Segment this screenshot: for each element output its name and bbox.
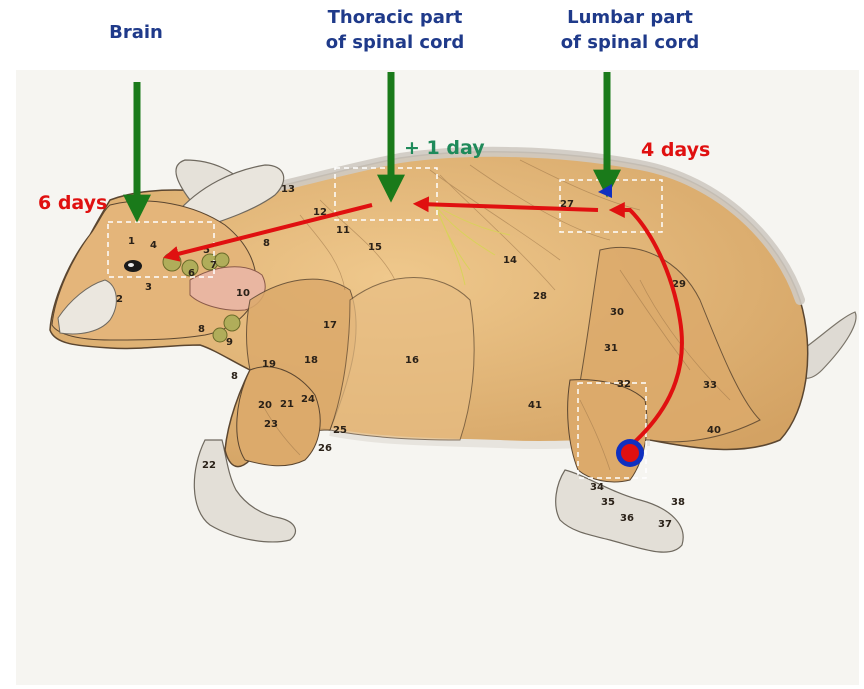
muscle-number: 15 <box>368 242 382 253</box>
muscle-number: 2 <box>116 294 123 305</box>
brain-timing-label: 6 days <box>38 192 107 214</box>
muscle-number: 19 <box>262 359 276 370</box>
chest-muscle <box>330 278 474 441</box>
muscle-number: 41 <box>528 400 542 411</box>
muscle-number: 21 <box>280 399 294 410</box>
muscle-number: 38 <box>671 497 685 508</box>
thoracic-timing-label: + 1 day <box>404 137 485 159</box>
muscle-number: 6 <box>188 268 195 279</box>
muscle-number: 34 <box>590 482 604 493</box>
muscle-number: 25 <box>333 425 347 436</box>
muscle-number: 4 <box>150 240 157 251</box>
muscle-number: 11 <box>336 225 350 236</box>
muscle-number: 30 <box>610 307 624 318</box>
muscle-number: 33 <box>703 380 717 391</box>
muscle-number: 28 <box>533 291 547 302</box>
eye-highlight <box>128 263 134 267</box>
muscle-number: 24 <box>301 394 315 405</box>
muscle-number: 36 <box>620 513 634 524</box>
muscle-number: 18 <box>304 355 318 366</box>
muscle-number: 40 <box>707 425 721 436</box>
muscle-number: 8 <box>198 324 205 335</box>
muscle-number: 16 <box>405 355 419 366</box>
muscle-number: 22 <box>202 460 216 471</box>
muscle-number: 23 <box>264 419 278 430</box>
lumbar-timing-label: 4 days <box>641 139 710 161</box>
muscle-number: 17 <box>323 320 337 331</box>
muscle-number: 3 <box>145 282 152 293</box>
muscle-number: 8 <box>263 238 270 249</box>
muscle-number: 35 <box>601 497 615 508</box>
muscle-number: 31 <box>604 343 618 354</box>
muscle-number: 20 <box>258 400 272 411</box>
muscle-number: 32 <box>617 379 631 390</box>
muscle-number: 10 <box>236 288 250 299</box>
muscle-number: 26 <box>318 443 332 454</box>
muscle-number: 9 <box>226 337 233 348</box>
muscle-number: 13 <box>281 184 295 195</box>
muscle-number: 37 <box>658 519 672 530</box>
muscle-number: 14 <box>503 255 517 266</box>
muscle-number: 1 <box>128 236 135 247</box>
hind-leg-lower <box>568 380 647 482</box>
muscle-number: 7 <box>210 260 217 271</box>
muscle-number: 8 <box>231 371 238 382</box>
injection-site <box>621 444 639 462</box>
